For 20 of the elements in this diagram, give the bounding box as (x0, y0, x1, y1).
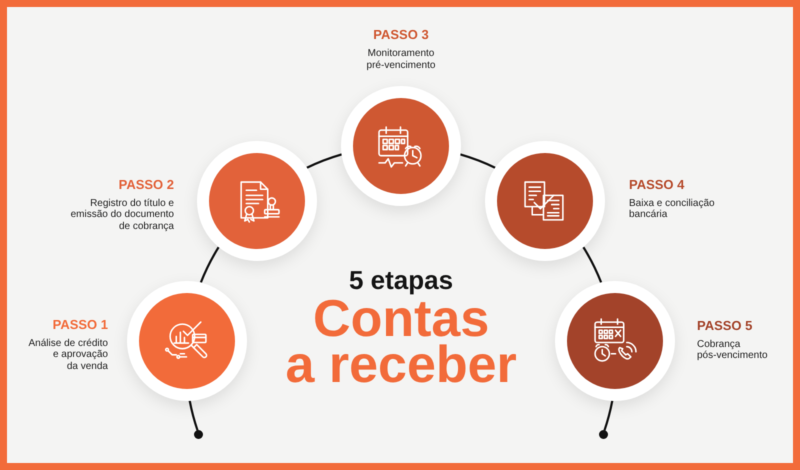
connector-line (603, 400, 614, 431)
step-description: Baixa e conciliação bancária (628, 198, 715, 221)
connector-line (306, 153, 342, 169)
connector-line (582, 246, 602, 283)
step-heading: PASSO 4 (628, 176, 684, 193)
step-description: Registro do título e emissão do documento de cobrança (70, 198, 174, 232)
step-heading: PASSO 1 (52, 316, 108, 333)
end-dot (194, 430, 204, 440)
connector-line (200, 246, 220, 283)
step-description: Cobrança pós-vencimento (696, 338, 768, 362)
end-dot (598, 430, 608, 440)
step-heading: PASSO 3 (373, 27, 429, 43)
diagram-title: Contas a receber (286, 296, 517, 388)
step-description: Análise de crédito e aprovação da venda (28, 338, 108, 372)
step-heading: PASSO 5 (696, 318, 752, 334)
step-heading: PASSO 2 (118, 176, 174, 193)
connector-line (188, 400, 199, 431)
step-description: Monitoramento pré-vencimento (366, 48, 436, 71)
subheading: 5 etapas (349, 265, 454, 295)
connector-line (460, 153, 496, 169)
